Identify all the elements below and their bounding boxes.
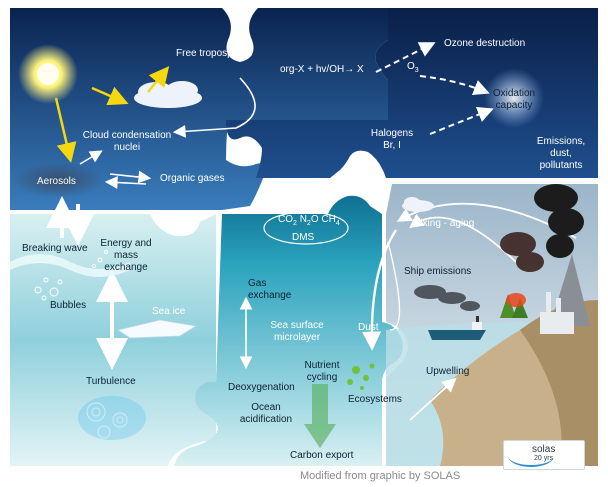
dms-label: DMS [292,232,315,243]
turbulence-glow [78,396,146,440]
halogens-label-line1: Halogens [370,128,414,139]
upwelling-arrow [409,377,457,421]
gases-formula-label: CO2 N2O CH4 [278,214,340,227]
land-shadow [520,300,598,466]
atmosphere-right-piece [226,8,598,178]
carbon-export-label: Carbon export [290,450,354,461]
o3-label: O3 [407,61,419,74]
ozone-destruction-label: Ozone destruction [444,38,526,49]
organic-gases-label: Organic gases [160,173,225,184]
cloud-to-troposphere-yellow-arrow [147,66,170,93]
halogens-dashed-arrow [429,107,494,135]
sea-surface-label-line1: Sea surface [270,320,324,331]
breaking-wave-label: Breaking wave [22,243,88,254]
gas-exchange-label-line1: Gas [248,278,267,289]
sun-to-cloud-arrow [91,86,129,106]
energy-label-line1: Energy and [100,238,152,249]
factory-icon [540,292,574,334]
carbon-export-arrow [304,384,336,448]
ocean-acidification-line2: acidification [239,414,293,425]
emissions-label-line1: Emissions, [536,136,586,147]
free-troposphere-label: Free troposphere [176,48,253,59]
organic-gases-arrow-b [104,176,147,189]
solas-logo: solas 20 yrs [503,440,585,470]
oxidation-label-line1: Oxidation [492,88,536,99]
aerosols-to-ccn-arrow [79,150,103,165]
aerosols-haze [12,162,104,198]
ship-emission-arrow [387,241,401,331]
ccn-label-line1: Cloud condensation [82,130,172,141]
credit-caption: Modified from graphic by SOLAS [300,470,461,482]
oxidation-dashed-arrow [419,75,490,95]
nutrient-label-line2: cycling [306,372,338,383]
ship-emissions-label: Ship emissions [404,266,472,277]
energy-label-line2: mass [114,250,138,261]
ocean-middle-piece [174,195,403,466]
fire-smoke-icon [500,232,544,272]
nutrient-label-line1: Nutrient [304,360,340,371]
turbulence-swirl-icon [86,402,128,439]
mixing-aging-label: Mixing - aging [412,218,475,229]
ccn-label-line2: nuclei [113,142,141,153]
gases-ellipse [263,211,349,245]
halogens-label-line2: Br, I [383,140,401,151]
ecosystems-label: Ecosystems [348,394,402,405]
ship-icon [428,316,486,340]
emissions-label-line3: pollutants [539,160,583,171]
breaking-wave-icon [10,254,130,277]
bubbles-icon [34,250,108,301]
troposphere-loop-arrow [172,77,256,138]
oxidation-glow [484,68,544,128]
sun-to-aerosols-arrow [54,97,77,163]
solas-logo-tagline: 20 yrs [534,455,554,462]
upwelling-label: Upwelling [426,366,470,377]
emissions-label-line2: dust, [550,148,572,159]
cloud-icon [134,81,202,108]
energy-label-line3: exchange [104,262,148,273]
ocean-acidification-line1: Ocean [251,402,281,413]
sun-core-icon [37,63,59,85]
dust-label: Dust [358,322,379,333]
ozone-dashed-arrow [375,42,436,73]
gas-exchange-label-line2: exchange [248,290,292,301]
plankton-icon [347,363,375,390]
solas-logo-arc [508,445,554,467]
deoxygenation-label: Deoxygenation [228,382,295,393]
ship-smoke-icon [414,285,480,311]
turbulence-label: Turbulence [86,376,136,387]
volcano-smoke-icon [534,184,584,258]
dust-down-arrow [362,229,398,351]
organic-gases-arrow-a [109,170,152,184]
solas-logo-name: solas [532,444,556,455]
sea-ice-label: Sea ice [152,306,186,317]
oxidation-label-line2: capacity [495,100,533,111]
reaction-label: org-X + hv/OH→ X [280,64,364,75]
aerosols-label: Aerosols [37,176,76,187]
sea-ice-icon [117,319,198,339]
forest-fire-icon [500,293,528,318]
atmosphere-left-piece [10,8,388,210]
sea-surface-label-line2: microlayer [273,332,321,343]
bubbles-label: Bubbles [50,300,87,311]
mixing-cloud-icon [402,197,434,212]
